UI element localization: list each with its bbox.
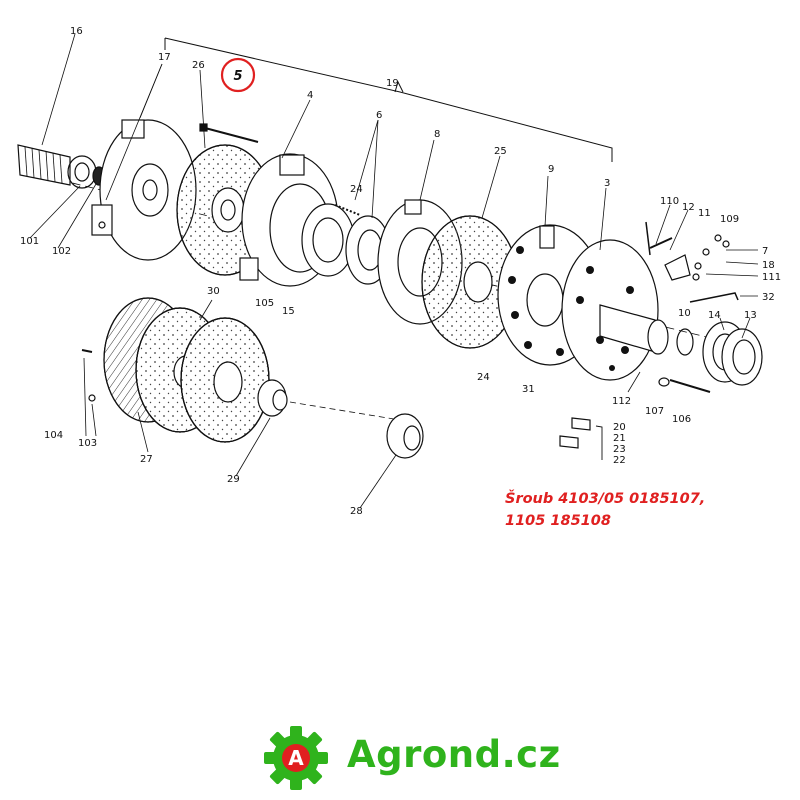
label-24b: 24: [477, 372, 490, 383]
label-103: 103: [78, 438, 97, 449]
lever-11: [664, 254, 691, 281]
label-107: 107: [645, 406, 664, 417]
highlight-callout-5: 5: [220, 57, 256, 93]
cable-32: [689, 292, 739, 303]
label-13: 13: [744, 310, 757, 321]
label-14: 14: [708, 310, 721, 321]
logo-gear-icon: A: [264, 726, 328, 790]
label-9: 9: [548, 164, 554, 175]
release-bearing-13: [721, 328, 763, 386]
label-109: 109: [720, 214, 739, 225]
screw-103: [88, 394, 96, 402]
label-12: 12: [682, 202, 695, 213]
label-102: 102: [52, 246, 71, 257]
shaft-part: [17, 144, 106, 189]
ring-10: [676, 328, 694, 356]
label-18: 18: [762, 260, 775, 271]
logo-letter: A: [288, 746, 304, 770]
pin-106: [669, 379, 711, 393]
label-23: 23: [613, 444, 626, 455]
brand-name: Agrond.cz: [347, 733, 561, 776]
label-27: 27: [140, 454, 153, 465]
clips-20-23: [559, 417, 603, 460]
label-6: 6: [376, 110, 382, 121]
label-16: 16: [70, 26, 83, 37]
label-7: 7: [762, 246, 768, 257]
label-22: 22: [613, 455, 626, 466]
bolt-annotation: Šroub 4103/05 0185107, 1105 185108: [505, 488, 705, 532]
washer-107: [658, 377, 670, 387]
label-20: 20: [613, 422, 626, 433]
screw-104: [81, 349, 93, 353]
label-4: 4: [307, 90, 313, 101]
flywheel-cover: [91, 119, 197, 261]
label-11: 11: [698, 208, 711, 219]
label-105: 105: [255, 298, 274, 309]
label-106: 106: [672, 414, 691, 425]
friction-disc-rear: [180, 317, 270, 443]
annotation-line-2: 1105 185108: [505, 513, 611, 529]
label-15: 15: [282, 306, 295, 317]
label-8: 8: [434, 129, 440, 140]
label-21: 21: [613, 433, 626, 444]
label-28: 28: [350, 506, 363, 517]
friction-disc-25: [421, 215, 519, 349]
pin-12: [649, 237, 673, 249]
label-29: 29: [227, 474, 240, 485]
label-111: 111: [762, 272, 781, 283]
label-5: 5: [233, 69, 242, 84]
pin-110: [645, 221, 651, 256]
hub-28: [386, 413, 424, 459]
label-25: 25: [494, 146, 507, 157]
bracket-19: [164, 37, 613, 162]
ring-assembly-6: [301, 203, 391, 285]
label-101: 101: [20, 236, 39, 247]
label-31: 31: [522, 384, 535, 395]
label-3: 3: [604, 178, 610, 189]
label-10: 10: [678, 308, 691, 319]
bolt-5: [199, 123, 259, 143]
label-110: 110: [660, 196, 679, 207]
part-number-labels: 16 17 26 4 19 6 8 25 9 3 24 101 102 105 …: [20, 26, 781, 517]
label-19: 19: [386, 78, 399, 89]
hub-29: [257, 379, 288, 417]
housing-3: [561, 239, 669, 381]
small-parts-109: [692, 234, 730, 281]
label-17: 17: [158, 52, 171, 63]
label-24: 24: [350, 184, 363, 195]
label-112: 112: [612, 396, 631, 407]
annotation-line-1: Šroub 4103/05 0185107,: [505, 491, 706, 507]
label-30: 30: [207, 286, 220, 297]
label-26: 26: [192, 60, 205, 71]
label-104: 104: [44, 430, 63, 441]
label-32: 32: [762, 292, 775, 303]
